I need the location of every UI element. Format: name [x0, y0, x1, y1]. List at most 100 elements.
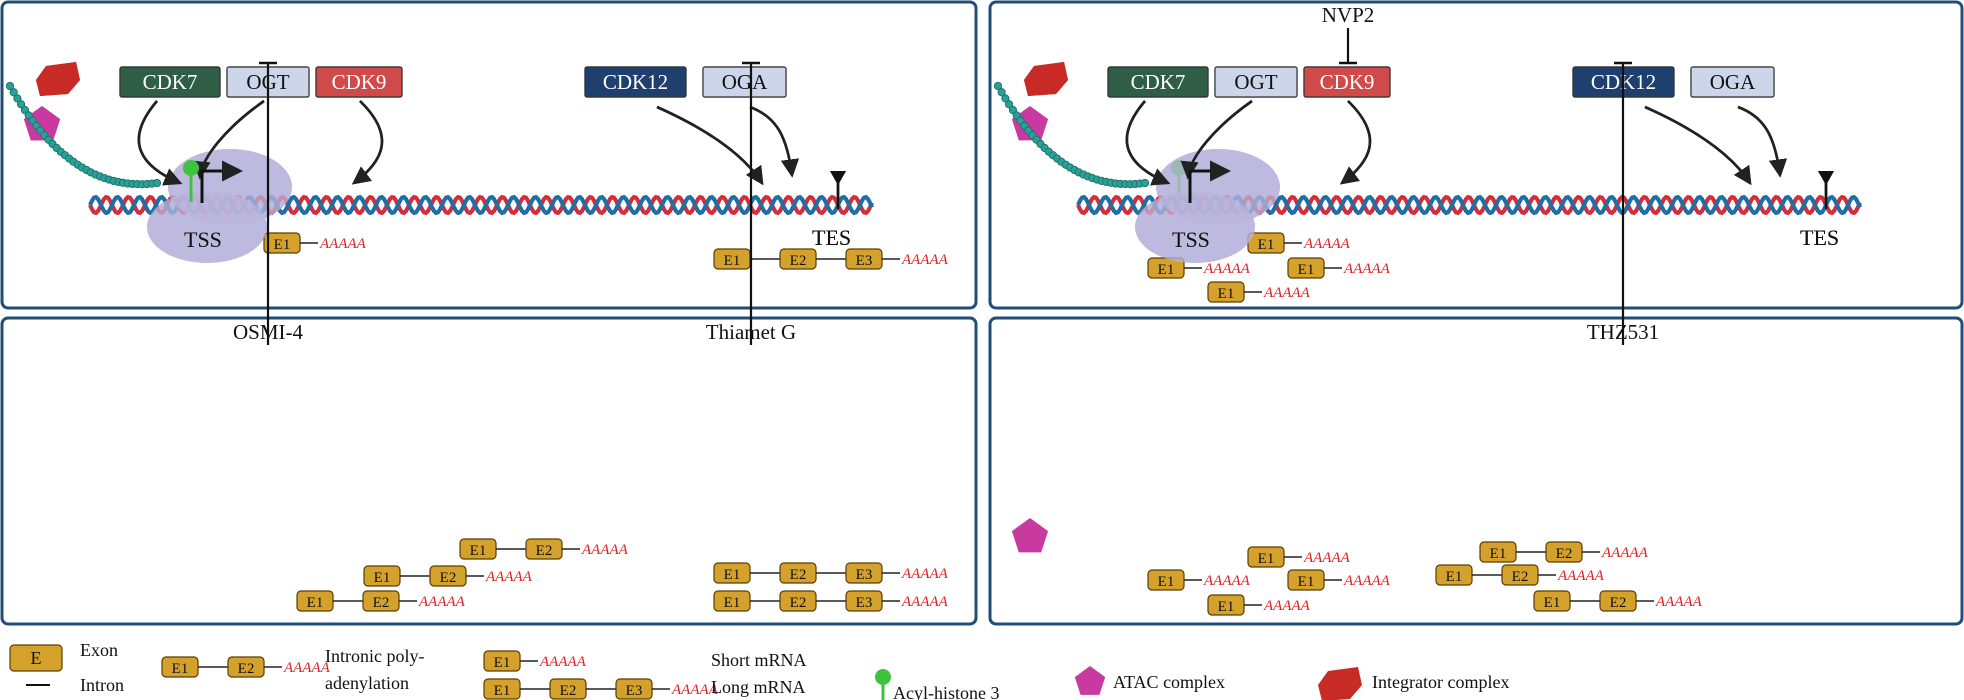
exon-label: E1	[1446, 569, 1463, 585]
exon-label: E1	[1544, 595, 1561, 611]
exon-label: E3	[626, 683, 643, 699]
polya-label: AAAAA	[1343, 573, 1391, 589]
tes-label: TES	[812, 225, 851, 250]
legend-exon-label: Exon	[80, 640, 118, 660]
transcript-2: E1 AAAAA	[1287, 257, 1391, 279]
acyl-head	[875, 669, 891, 685]
legend-integrator-label: Integrator complex	[1372, 672, 1509, 692]
terminator-icon	[830, 171, 846, 209]
polya-label: AAAAA	[1263, 285, 1311, 301]
polya-label: AAAAA	[485, 569, 533, 585]
polya-label: AAAAA	[901, 594, 949, 610]
exon-label: E2	[790, 595, 807, 611]
exon-label: E2	[1610, 595, 1627, 611]
tes-label: TES	[1800, 225, 1839, 250]
polya-label: AAAAA	[283, 660, 331, 676]
legend-exon-box-label: E	[31, 648, 42, 668]
exon-label: E1	[724, 253, 741, 269]
panel-border	[988, 0, 1964, 310]
polya-label: AAAAA	[319, 236, 367, 252]
panels-layer: CDK7OGTCDK9CDK12OGATSSTESE1AAAAAE1E2E3AA…	[0, 0, 1964, 626]
ogt-box-box	[1214, 66, 1298, 98]
panel-border	[0, 0, 978, 310]
polya-label: AAAAA	[539, 654, 587, 670]
oga-box-label: OGA	[722, 70, 768, 94]
exon-label: E1	[494, 655, 511, 671]
legend-long-label: Long mRNA	[711, 677, 806, 697]
cdk7-box-label: CDK7	[1131, 70, 1186, 94]
oga-box-box	[702, 66, 787, 98]
integrator-tail	[994, 81, 1149, 189]
tail-bead	[997, 88, 1006, 97]
tail-bead	[1008, 105, 1017, 114]
exon-label: E1	[374, 570, 391, 586]
polya-label: AAAAA	[1303, 236, 1351, 252]
tss-arrow-icon	[1188, 160, 1231, 203]
cdk12-box-label: CDK12	[603, 70, 668, 94]
panel-top-right: CDK7OGTCDK9CDK12OGATSSTESE1AAAAAE1AAAAAE…	[988, 0, 1964, 310]
terminator-head	[830, 171, 846, 185]
oga-box: OGA	[702, 66, 787, 98]
tail-bead	[152, 178, 161, 187]
integrator-complex-icon	[36, 62, 80, 96]
cdk9-arrow	[351, 100, 384, 185]
tail-bead	[20, 105, 29, 114]
legend-exon-box	[9, 644, 63, 672]
cdk9-box-box	[315, 66, 403, 98]
cdk7-arrow	[137, 100, 183, 186]
terminator-head	[1818, 171, 1834, 185]
transcript-0: E1 AAAAA	[263, 232, 367, 254]
exon-label: E1	[724, 595, 741, 611]
acyl-head	[183, 160, 199, 176]
transcript-1: E1 AAAAA	[1147, 569, 1251, 591]
cdk12-arrow	[656, 105, 764, 186]
polya-label: AAAAA	[1303, 550, 1351, 566]
atac-complex-icon	[1011, 518, 1049, 553]
cdk7-box-box	[1107, 66, 1209, 98]
tail-bead	[6, 81, 14, 90]
legend-intron-label: Intron	[80, 675, 124, 695]
polya-label: AAAAA	[901, 252, 949, 268]
panel-border	[988, 316, 1964, 626]
exon-label: E1	[1298, 262, 1315, 278]
polya-label: AAAAA	[1343, 261, 1391, 277]
exon-label: E1	[1490, 546, 1507, 562]
exon-label: E1	[274, 237, 291, 253]
exon-label: E1	[1158, 262, 1175, 278]
tail-bead	[24, 111, 33, 120]
cdk7-box: CDK7	[1107, 66, 1209, 98]
cdk9-box-label: CDK9	[1320, 70, 1375, 94]
exon-label: E1	[1158, 574, 1175, 590]
polya-label: AAAAA	[1601, 545, 1649, 561]
polya-label: AAAAA	[1203, 573, 1251, 589]
exon-label: E1	[494, 683, 511, 699]
polya-label: AAAAA	[901, 566, 949, 582]
exon-label: E1	[1258, 237, 1275, 253]
tes-label: TES	[812, 225, 851, 250]
legend-short-label: Short mRNA	[711, 650, 807, 670]
polya-label: AAAAA	[1557, 568, 1605, 584]
tail-bead	[1005, 100, 1014, 109]
tss-arrow-icon	[200, 160, 243, 203]
tss-label: TSS	[1172, 227, 1210, 252]
oga-arrow	[1737, 105, 1787, 178]
exon-label: E2	[238, 661, 255, 677]
cdk12-box: CDK12	[584, 66, 687, 98]
legend-atac-label: ATAC complex	[1113, 672, 1225, 692]
exon-label: E1	[724, 567, 741, 583]
pol2-bottom	[147, 191, 267, 263]
exon-label: E2	[790, 567, 807, 583]
cdk9-box-label: CDK9	[332, 70, 387, 94]
